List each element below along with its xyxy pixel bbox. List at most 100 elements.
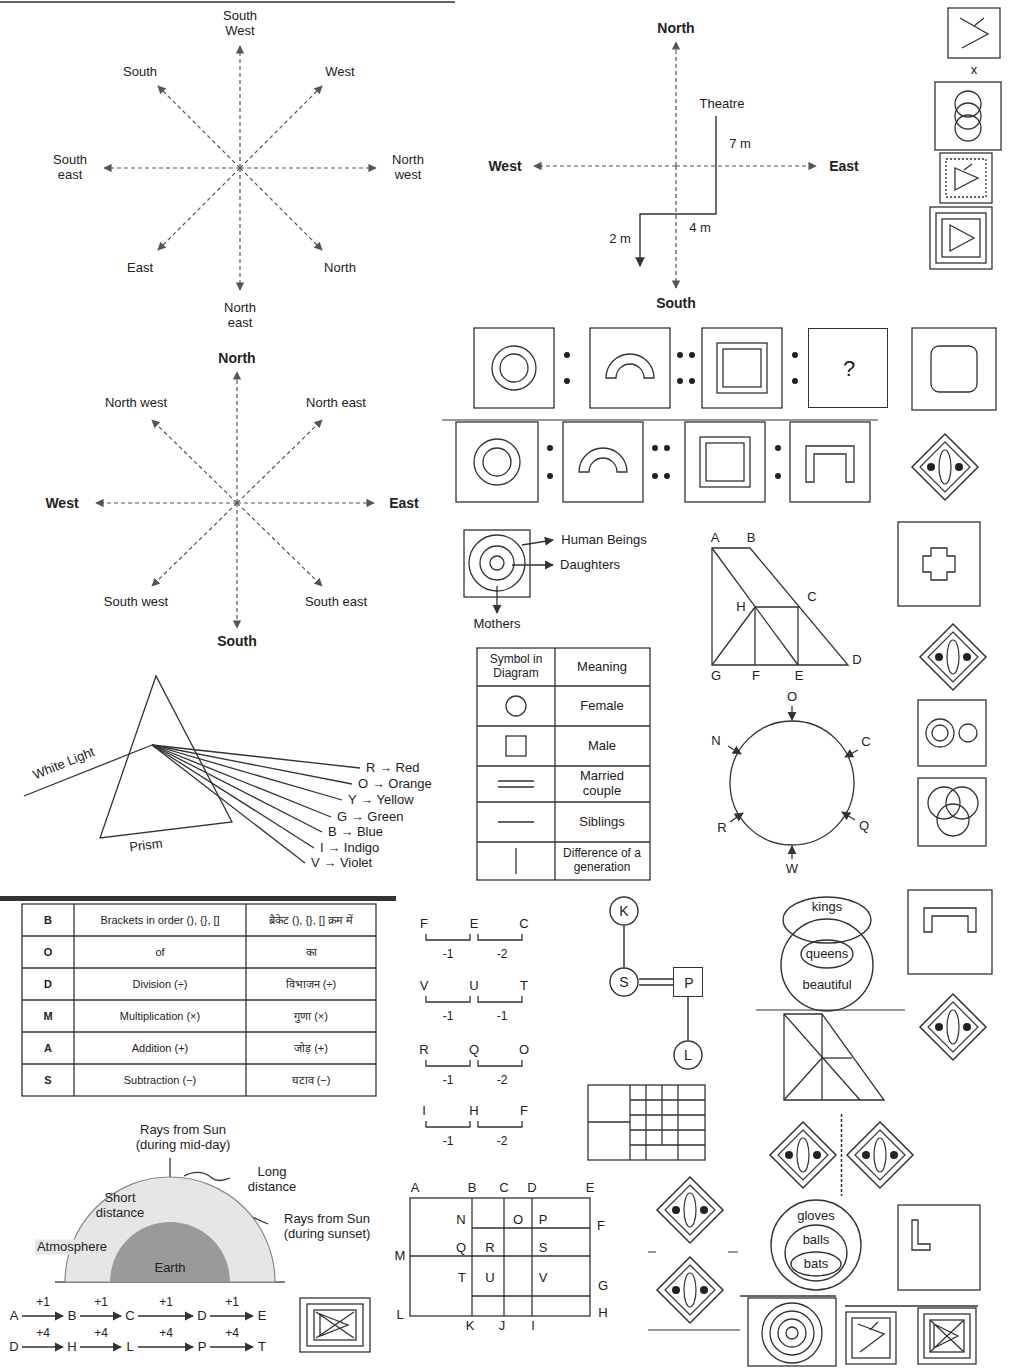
table-cell: Addition (+) (76, 1042, 244, 1055)
table-cell: of (76, 946, 244, 959)
compass-label: North west (105, 396, 167, 411)
figure-circle (677, 352, 683, 358)
figure-use (920, 624, 986, 690)
compass-label: North (324, 261, 356, 276)
step-number: -2 (497, 948, 508, 962)
series-letter: H (469, 1104, 478, 1119)
connector (624, 926, 625, 967)
figure-use (657, 1257, 723, 1323)
compass-label: West (45, 495, 78, 511)
person-circle: S (609, 967, 639, 997)
figure-circle (547, 445, 553, 451)
grid-letter: U (485, 1271, 494, 1286)
callout-text: Long distance (237, 1165, 307, 1195)
figure-line (755, 606, 800, 607)
table-cell: का (248, 946, 374, 959)
figure-rect (590, 328, 670, 408)
figure-circle (959, 724, 977, 742)
node-text: bats (804, 1257, 829, 1272)
table-cell: Female (580, 699, 623, 714)
figure-path (237, 502, 374, 503)
figure-rect (918, 778, 986, 846)
step-number: -2 (497, 1135, 508, 1149)
table-cell: विभाजन (÷) (248, 978, 374, 991)
figure-path (512, 564, 553, 565)
grid-letter: E (586, 1181, 595, 1196)
figure-line (152, 745, 331, 817)
connector-line (639, 978, 673, 980)
figure-path (80, 1346, 121, 1347)
figure-use (920, 994, 986, 1060)
ratio-dots (564, 352, 798, 384)
node-text: P (684, 975, 693, 991)
figure-path (858, 1322, 884, 1352)
figure-line (784, 1014, 860, 1100)
figure-path (923, 548, 955, 580)
figure-circle (689, 352, 695, 358)
figure-circle (652, 473, 658, 479)
series-letter: F (520, 1104, 528, 1119)
direction-label: West (488, 158, 521, 174)
point-label: E (795, 669, 804, 684)
figure-path (845, 750, 858, 757)
shape-outline (780, 918, 874, 1012)
figure-line (797, 607, 798, 665)
connector (688, 997, 689, 1040)
point-label: F (752, 669, 760, 684)
compass-label: South east (305, 595, 367, 610)
callout-text: Short distance (90, 1191, 150, 1221)
figure-line (554, 648, 555, 880)
grid-letter: T (458, 1271, 466, 1286)
figure-path (158, 86, 240, 168)
direction-label: North (657, 20, 694, 36)
point-label: C (807, 590, 816, 605)
figure-line (630, 1114, 705, 1115)
venn-set: bats (790, 1251, 842, 1277)
figure-use (847, 1122, 913, 1188)
table-cell: S (44, 1074, 51, 1087)
figure-circle (564, 378, 570, 384)
callout-text: Rays from Sun (during mid-day) (128, 1123, 238, 1153)
figure-line (22, 1063, 376, 1064)
earth-region: Earth (110, 1222, 230, 1282)
figure-path (240, 168, 322, 250)
figure-boxes (300, 1205, 980, 1366)
step-number: +1 (159, 1296, 173, 1310)
shape-outline (65, 1177, 275, 1282)
figure-circle (786, 1327, 798, 1339)
direction-label: Theatre (700, 97, 745, 112)
figure-use (912, 434, 978, 500)
direction-label: East (829, 158, 859, 174)
series-letter: Q (469, 1043, 479, 1058)
figure-rect (717, 343, 767, 393)
node-text: queens (806, 947, 849, 962)
shape-outline (785, 1225, 847, 1281)
compass-label: South West (215, 9, 265, 39)
sequence-letter: D (197, 1309, 206, 1324)
symbol-table (477, 648, 650, 880)
step-number: -1 (443, 1074, 454, 1088)
venn-figure (464, 530, 553, 613)
shape-outline (801, 940, 853, 968)
compass-label: West (325, 65, 354, 80)
spectrum-label: B → Blue (328, 825, 383, 840)
table-cell: M (43, 1010, 52, 1023)
grid-letter: D (527, 1181, 536, 1196)
figure-line (477, 801, 650, 802)
figure-line (845, 1305, 978, 1306)
figure-rect (706, 443, 744, 481)
rule-line (648, 1330, 740, 1331)
series-letter: I (422, 1104, 426, 1119)
figure-path (784, 1014, 884, 1100)
step-number: -1 (443, 1010, 454, 1024)
grid-figure (588, 1085, 705, 1160)
table-cell: D (44, 978, 52, 991)
figure-path (534, 165, 676, 166)
step-number: +1 (36, 1296, 50, 1310)
point-label: N (711, 734, 720, 749)
node-text: gloves (797, 1209, 835, 1224)
figure-circle (480, 546, 514, 580)
point-label: R (717, 821, 726, 836)
grid-letter: H (598, 1306, 607, 1321)
